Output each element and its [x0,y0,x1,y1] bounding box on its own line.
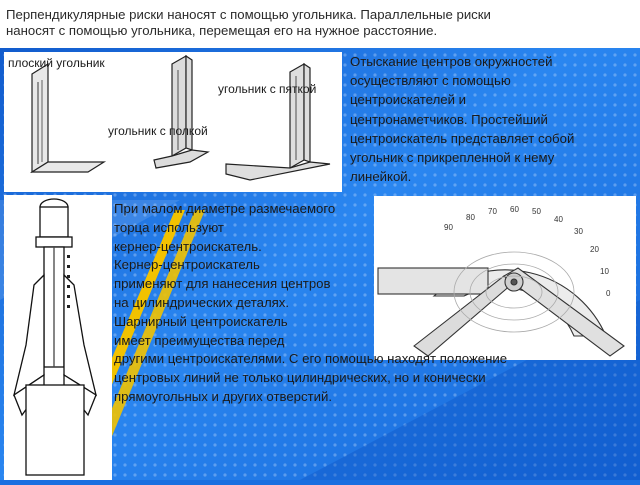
protractor-tick: 60 [510,205,519,214]
protractor-tick: 40 [554,215,563,224]
label-square-shelf: угольник с полкой [108,124,208,138]
bottom-text-line: кернер-центроискатель. [114,238,262,254]
shelf-square-shape [153,54,210,169]
bottom-text-line: применяют для нанесения центров [114,276,331,292]
center-punch-drawing [12,198,98,476]
yellow-stripe [82,210,205,480]
protractor-tick: 20 [590,245,599,254]
bottom-text-line: на цилиндрических деталях. [114,294,290,310]
header-band [0,0,640,48]
protractor-tick: 50 [532,207,541,216]
squares-illustration: плоский угольник угольник с пяткой уголь… [4,52,342,192]
right-text-line: угольник с прикрепленной к нему [350,150,555,166]
bottom-text-line: торца используют [114,219,224,235]
bottom-text-line: прямоугольных и других отверстий. [114,388,333,404]
bottom-text-line: центровых линий не только цилиндрических… [114,370,486,386]
squares-drawing [29,54,331,181]
header-line: Перпендикулярные риски наносят с помощью… [6,7,491,22]
right-text-line: центроискатель представляет собой [350,130,575,146]
right-text-line: линейкой. [350,169,412,185]
bottom-text-line: имеет преимущества перед [114,332,285,348]
right-text-line: осуществляют с помощью [350,73,511,89]
protractor-tick: 0 [606,289,611,298]
bottom-text-line: Шарнирный центроискатель [114,313,288,329]
center-punch-illustration [4,195,112,480]
bottom-text-line: Кернер-центроискатель [114,257,260,273]
right-text: Отыскание центров окружностей осуществля… [350,52,638,186]
label-square-heel: угольник с пяткой [218,82,317,96]
protractor-tick: 80 [466,213,475,222]
flat-square-shape [29,62,107,174]
label-flat-square: плоский угольник [8,56,105,70]
protractor-tick: 10 [600,267,609,276]
right-text-line: центроискателей и [350,92,467,108]
protractor-tick: 90 [444,223,453,232]
header-line: наносят с помощью угольника, перемещая е… [6,23,438,38]
protractor-illustration: 90 80 70 60 50 40 30 20 10 0 [374,196,636,360]
bottom-text-line: другими центроискателями. С его помощью … [114,351,508,367]
bottom-text-line: При малом диаметре размечаемого [114,201,336,216]
heel-square-shape [225,62,331,181]
right-text-line: Отыскание центров окружностей [350,54,553,69]
protractor-tick: 30 [574,227,583,236]
protractor-tick: 70 [488,207,497,216]
right-text-line: центронаметчиков. Простейший [350,111,548,127]
protractor-drawing: 90 80 70 60 50 40 30 20 10 0 [377,205,625,357]
header-text: Перпендикулярные риски наносят с помощью… [6,7,634,39]
bottom-text: При малом диаметре размечаемого торца ис… [114,200,634,407]
